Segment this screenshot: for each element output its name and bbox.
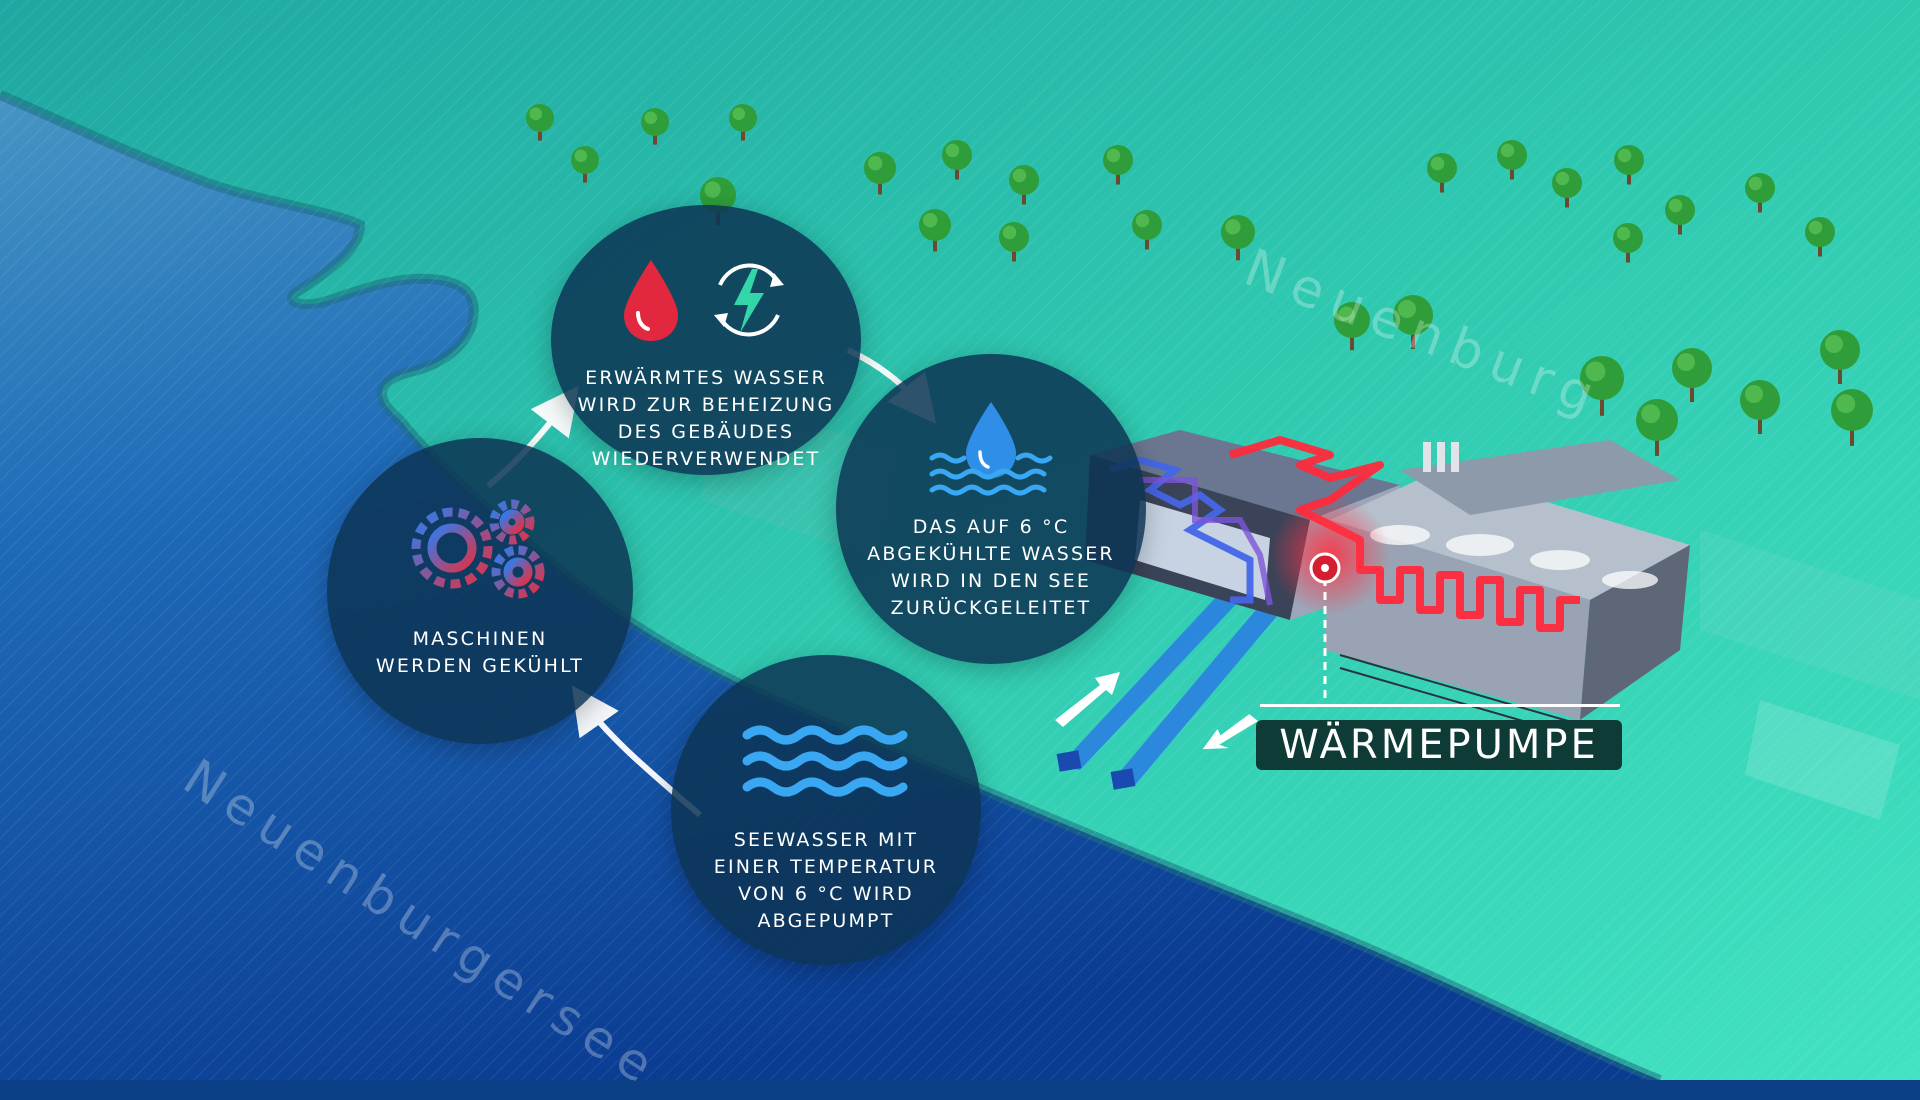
tree xyxy=(729,104,757,141)
waves-icon xyxy=(671,721,981,801)
tree xyxy=(1820,330,1860,384)
step-water-returned-text: DAS AUF 6 °C ABGEKÜHLTE WASSER WIRD IN D… xyxy=(867,516,1115,619)
step-machines-cooled: MASCHINEN WERDEN GEKÜHLT xyxy=(327,438,633,744)
step-machines-cooled-text: MASCHINEN WERDEN GEKÜHLT xyxy=(375,628,585,677)
tree xyxy=(571,146,599,183)
tree xyxy=(1009,165,1039,205)
lake-label: Neuenburgersee xyxy=(173,748,672,1100)
tree xyxy=(1497,140,1527,180)
flow-arrows-white xyxy=(1055,672,1259,750)
tree xyxy=(919,209,951,252)
tree xyxy=(526,104,554,141)
energy-cycle-icon xyxy=(714,263,784,337)
heat-pump-divider xyxy=(1260,704,1620,707)
tree xyxy=(641,108,669,145)
tree xyxy=(1614,145,1644,185)
steam xyxy=(1370,525,1658,589)
tree xyxy=(1552,168,1582,208)
step-lake-water-pumped-text: SEEWASSER MIT EINER TEMPERATUR VON 6 °C … xyxy=(713,829,939,932)
tree xyxy=(1665,195,1695,235)
heat-pump-label: WÄRMEPUMPE xyxy=(1256,720,1622,770)
tree xyxy=(1745,173,1775,213)
step-lake-water-pumped: SEEWASSER MIT EINER TEMPERATUR VON 6 °C … xyxy=(671,655,981,965)
water-drop-waves-icon xyxy=(836,398,1146,508)
gears-icon xyxy=(327,486,633,606)
step-heating-reuse: ERWÄRMTES WASSER WIRD ZUR BEHEIZUNG DES … xyxy=(551,205,861,475)
step-water-returned: DAS AUF 6 °C ABGEKÜHLTE WASSER WIRD IN D… xyxy=(836,354,1146,664)
tree xyxy=(1221,215,1255,261)
step-heating-reuse-text: ERWÄRMTES WASSER WIRD ZUR BEHEIZUNG DES … xyxy=(577,367,835,470)
tree xyxy=(999,222,1029,262)
tree xyxy=(1831,389,1873,446)
tree xyxy=(942,140,972,180)
tree xyxy=(1613,223,1643,263)
heat-pump-marker xyxy=(1309,552,1341,704)
heat-pipes-red xyxy=(1228,436,1580,632)
tree xyxy=(1672,348,1712,402)
tree xyxy=(864,152,896,195)
tree xyxy=(1132,210,1162,250)
tree xyxy=(1636,399,1678,456)
tree xyxy=(1103,145,1133,185)
tree xyxy=(1740,380,1780,434)
tree xyxy=(1805,217,1835,257)
tree xyxy=(1427,153,1457,193)
blood-drop-icon xyxy=(624,260,678,341)
town-label: Neuenburg xyxy=(1236,238,1612,430)
